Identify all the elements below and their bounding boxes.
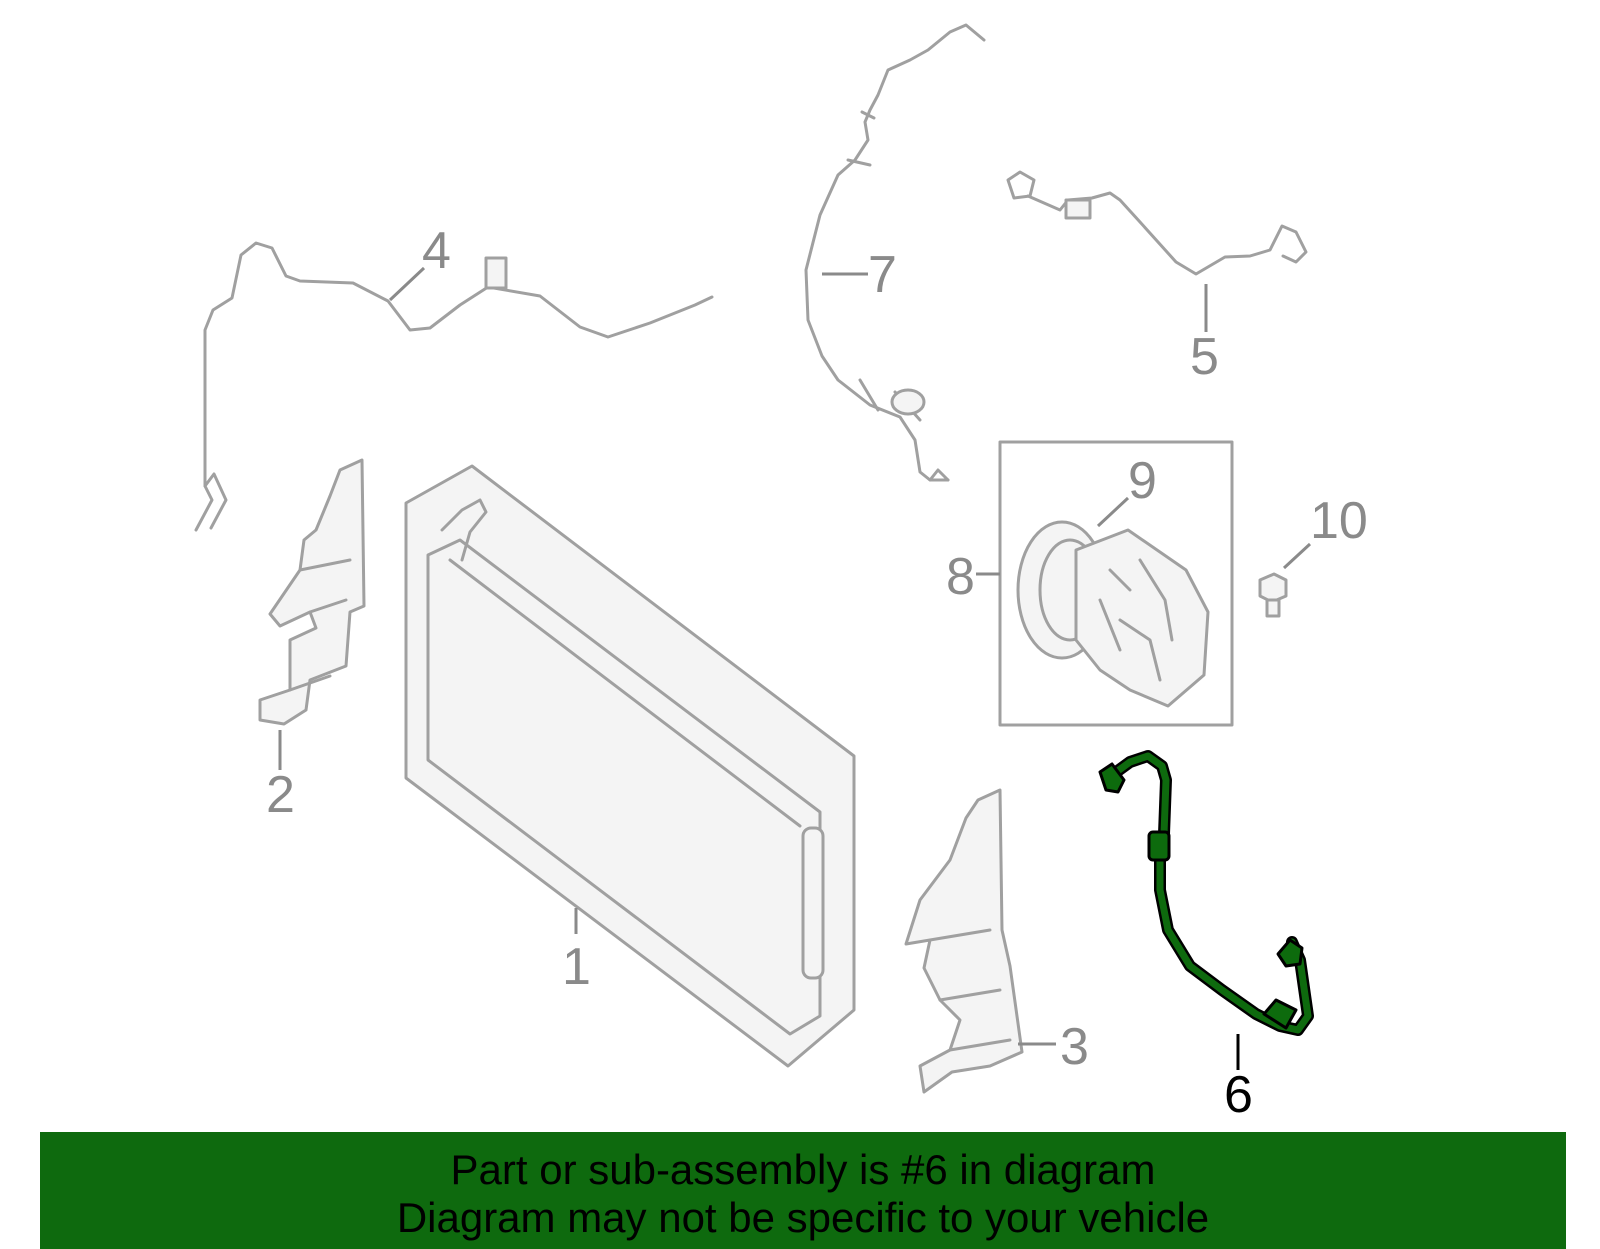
callout-2: 2 bbox=[266, 766, 295, 824]
part-6-hose-highlighted[interactable] bbox=[1098, 750, 1314, 1036]
callout-line-4 bbox=[388, 266, 426, 302]
callout-7: 7 bbox=[868, 246, 897, 304]
part-2-air-guide[interactable] bbox=[258, 458, 366, 726]
callout-line-9 bbox=[1096, 496, 1130, 528]
banner-line-2: Diagram may not be specific to your vehi… bbox=[396, 1194, 1210, 1241]
banner-line-1: Part or sub-assembly is #6 in diagram bbox=[450, 1146, 1156, 1193]
callout-3: 3 bbox=[1060, 1018, 1089, 1076]
part-3-air-guide[interactable] bbox=[904, 788, 1024, 1094]
part-10-bolt[interactable] bbox=[1258, 572, 1288, 618]
info-banner: Part or sub-assembly is #6 in diagram Di… bbox=[40, 1132, 1566, 1249]
callout-line-10 bbox=[1282, 542, 1312, 570]
callout-4: 4 bbox=[422, 222, 451, 280]
part-7-hose[interactable] bbox=[804, 23, 986, 482]
callout-5: 5 bbox=[1190, 328, 1219, 386]
part-9-compressor[interactable] bbox=[1016, 520, 1210, 708]
callout-8: 8 bbox=[946, 548, 975, 606]
part-5-tube[interactable] bbox=[1006, 170, 1308, 276]
callout-6: 6 bbox=[1224, 1066, 1253, 1124]
part-4-tube[interactable] bbox=[194, 241, 714, 532]
part-8-box[interactable] bbox=[998, 440, 1234, 727]
callout-9: 9 bbox=[1128, 452, 1157, 510]
callout-10: 10 bbox=[1310, 492, 1368, 550]
callout-1: 1 bbox=[562, 938, 591, 996]
part-1-condenser[interactable] bbox=[404, 464, 856, 1068]
